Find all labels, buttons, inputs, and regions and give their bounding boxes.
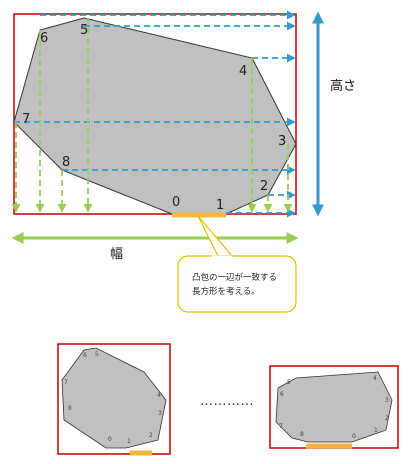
blue-projection-arrows [14,10,296,218]
thumb-right-label-2: 2 [385,415,389,422]
vertex-label-3: 3 [278,134,286,149]
thumb-left-label-5: 5 [95,351,99,358]
thumb-right-label-6: 6 [280,391,284,398]
vertex-label-8: 8 [62,155,70,170]
thumb-left-label-2: 2 [149,432,153,439]
callout-pointer [197,215,234,257]
convex-hull-polygon [13,17,297,215]
height-label: 高さ [330,78,356,94]
vertex-label-4: 4 [239,64,247,79]
thumb-left-label-1: 1 [127,438,131,445]
vertex-label-5: 5 [80,23,88,38]
thumbnail-left-rectangle [57,343,171,455]
thumb-left-label-8: 8 [68,405,72,412]
vertex-label-2: 2 [260,179,268,194]
thumbnail-left: 0 1 2 3 4 5 6 7 8 [57,343,171,456]
thumb-left-label-3: 3 [158,410,162,417]
vertex-label-1: 1 [216,198,224,213]
vertex-label-7: 7 [22,112,30,127]
thumb-right-label-1: 1 [374,427,378,434]
vertex-label-6: 6 [40,31,48,46]
main-diagram: 0 1 2 3 4 5 6 7 8 高さ 幅 凸包の一辺が一致する 長方形を考え… [11,10,356,313]
thumbnail-right: 0 1 2 3 4 5 6 7 8 [269,365,399,449]
ellipsis: ………… [200,394,254,409]
thumbnail-left-labels: 0 1 2 3 4 5 6 7 8 [64,351,162,445]
green-projection-arrows [11,18,293,213]
thumb-right-label-0: 0 [352,433,356,440]
thumbnail-right-labels: 0 1 2 3 4 5 6 7 8 [279,375,389,440]
callout-box [177,255,297,313]
bounding-rectangle [13,13,297,215]
thumb-right-label-5: 5 [287,379,291,386]
thumb-right-label-7: 7 [279,423,283,430]
thumb-left-label-4: 4 [157,392,161,399]
thumb-left-label-7: 7 [64,379,68,386]
vertex-label-0: 0 [172,195,180,210]
thumb-right-label-4: 4 [373,375,377,382]
thumb-right-label-3: 3 [385,397,389,404]
thumbnail-left-polygon [61,347,167,449]
thumb-left-label-6: 6 [83,352,87,359]
vertex-labels: 0 1 2 3 4 5 6 7 8 [22,23,286,213]
callout-line-2: 長方形を考える。 [192,286,260,297]
width-label: 幅 [110,247,123,262]
thumb-left-label-0: 0 [108,436,112,443]
thumbnail-right-polygon [275,371,393,443]
thumb-right-label-8: 8 [300,431,304,438]
callout-line-1: 凸包の一辺が一致する [192,272,277,283]
